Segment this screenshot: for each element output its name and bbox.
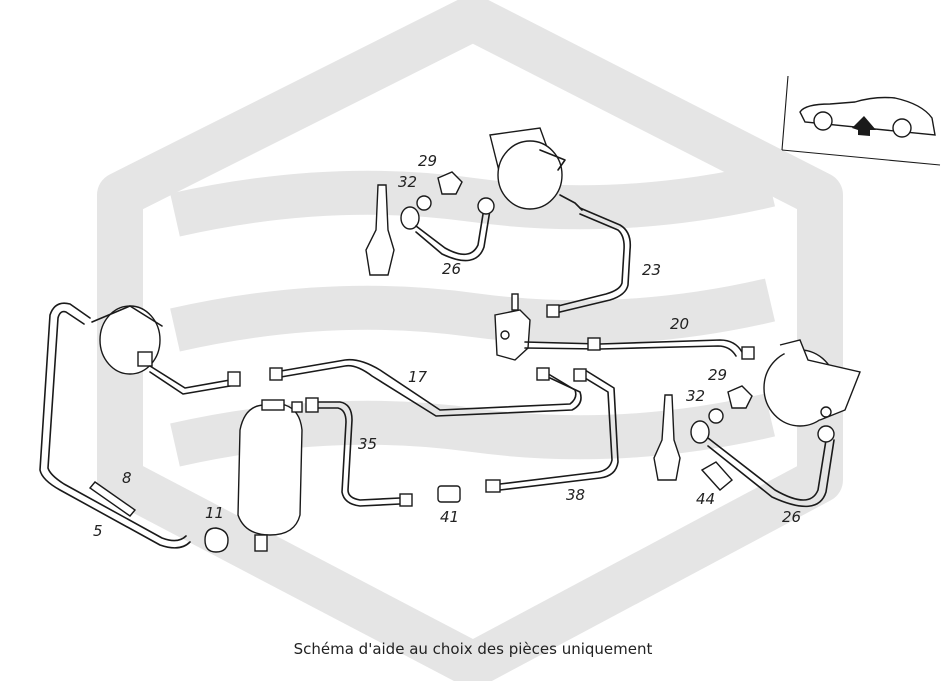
diagram-caption: Schéma d'aide au choix des pièces unique…	[293, 640, 653, 658]
label-38: 38	[566, 486, 585, 504]
line-17	[274, 358, 577, 411]
label-23: 23	[642, 261, 661, 279]
label-17: 17	[408, 368, 428, 386]
label-35: 35	[358, 435, 377, 453]
label-44: 44	[696, 490, 715, 508]
label-8: 8	[122, 469, 132, 487]
right-nozzle-assembly	[653, 385, 835, 508]
car-top-arrow-icon	[781, 75, 941, 166]
label-32-top: 32	[398, 173, 417, 191]
left-pump-unit	[91, 305, 241, 395]
clamp-11	[204, 527, 229, 553]
label-26-top: 26	[442, 260, 461, 278]
right-pump-unit	[763, 339, 861, 427]
label-5: 5	[93, 522, 103, 540]
sleeve-44	[700, 461, 734, 491]
label-32-right: 32	[686, 387, 705, 405]
upper-pump-unit	[489, 127, 583, 211]
label-20: 20	[670, 315, 689, 333]
line-35	[317, 401, 401, 501]
top-nozzle-assembly	[365, 171, 495, 276]
label-29-top: 29	[418, 152, 437, 170]
label-41: 41	[440, 508, 459, 526]
label-29-right: 29	[708, 366, 727, 384]
connector-41	[437, 485, 461, 503]
filter-canister	[237, 399, 303, 552]
line-38	[499, 374, 613, 485]
rod-8	[88, 481, 137, 517]
watermark-logo	[97, 0, 843, 681]
label-26-right: 26	[782, 508, 801, 526]
line-20	[524, 339, 743, 353]
label-11: 11	[205, 504, 224, 522]
hose-5	[39, 302, 191, 549]
line-23	[559, 207, 632, 313]
